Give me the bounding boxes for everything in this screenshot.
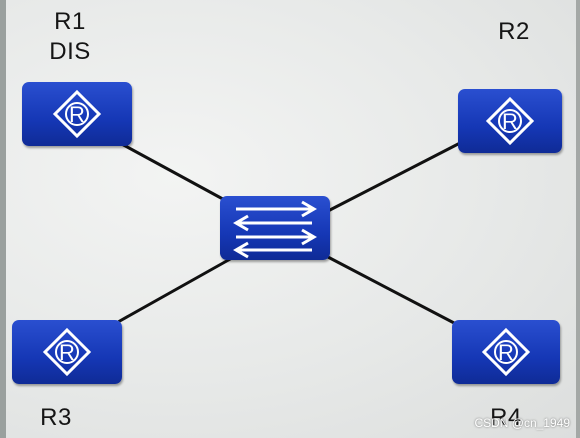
router-r1-name: R1 [54,8,86,35]
svg-text:R: R [502,109,518,134]
photo-frame-edge-right [576,0,580,438]
router-r2-name: R2 [498,18,530,45]
router-icon: R [42,327,92,377]
router-r1-role: DIS [49,38,91,65]
svg-text:R: R [69,102,85,127]
router-icon: R [52,89,102,139]
router-r3-name: R3 [40,404,72,431]
link-r3-switch [117,256,233,324]
watermark: CSDN @cn_1949 [474,416,570,430]
link-r2-switch [325,140,463,214]
link-r1-switch [117,140,233,206]
router-icon: R [481,327,531,377]
photo-frame-edge-left [0,0,6,438]
link-r4-switch [325,254,457,326]
switch[interactable] [220,196,330,260]
router-r4-name: R4 [490,404,522,431]
router-r1[interactable]: R [22,82,132,146]
router-r4[interactable]: R [452,320,560,384]
router-icon: R [485,96,535,146]
svg-text:R: R [59,340,75,365]
switch-arrows-icon [233,200,317,259]
router-r3[interactable]: R [12,320,122,384]
router-r2[interactable]: R [458,89,562,153]
svg-text:R: R [498,340,514,365]
